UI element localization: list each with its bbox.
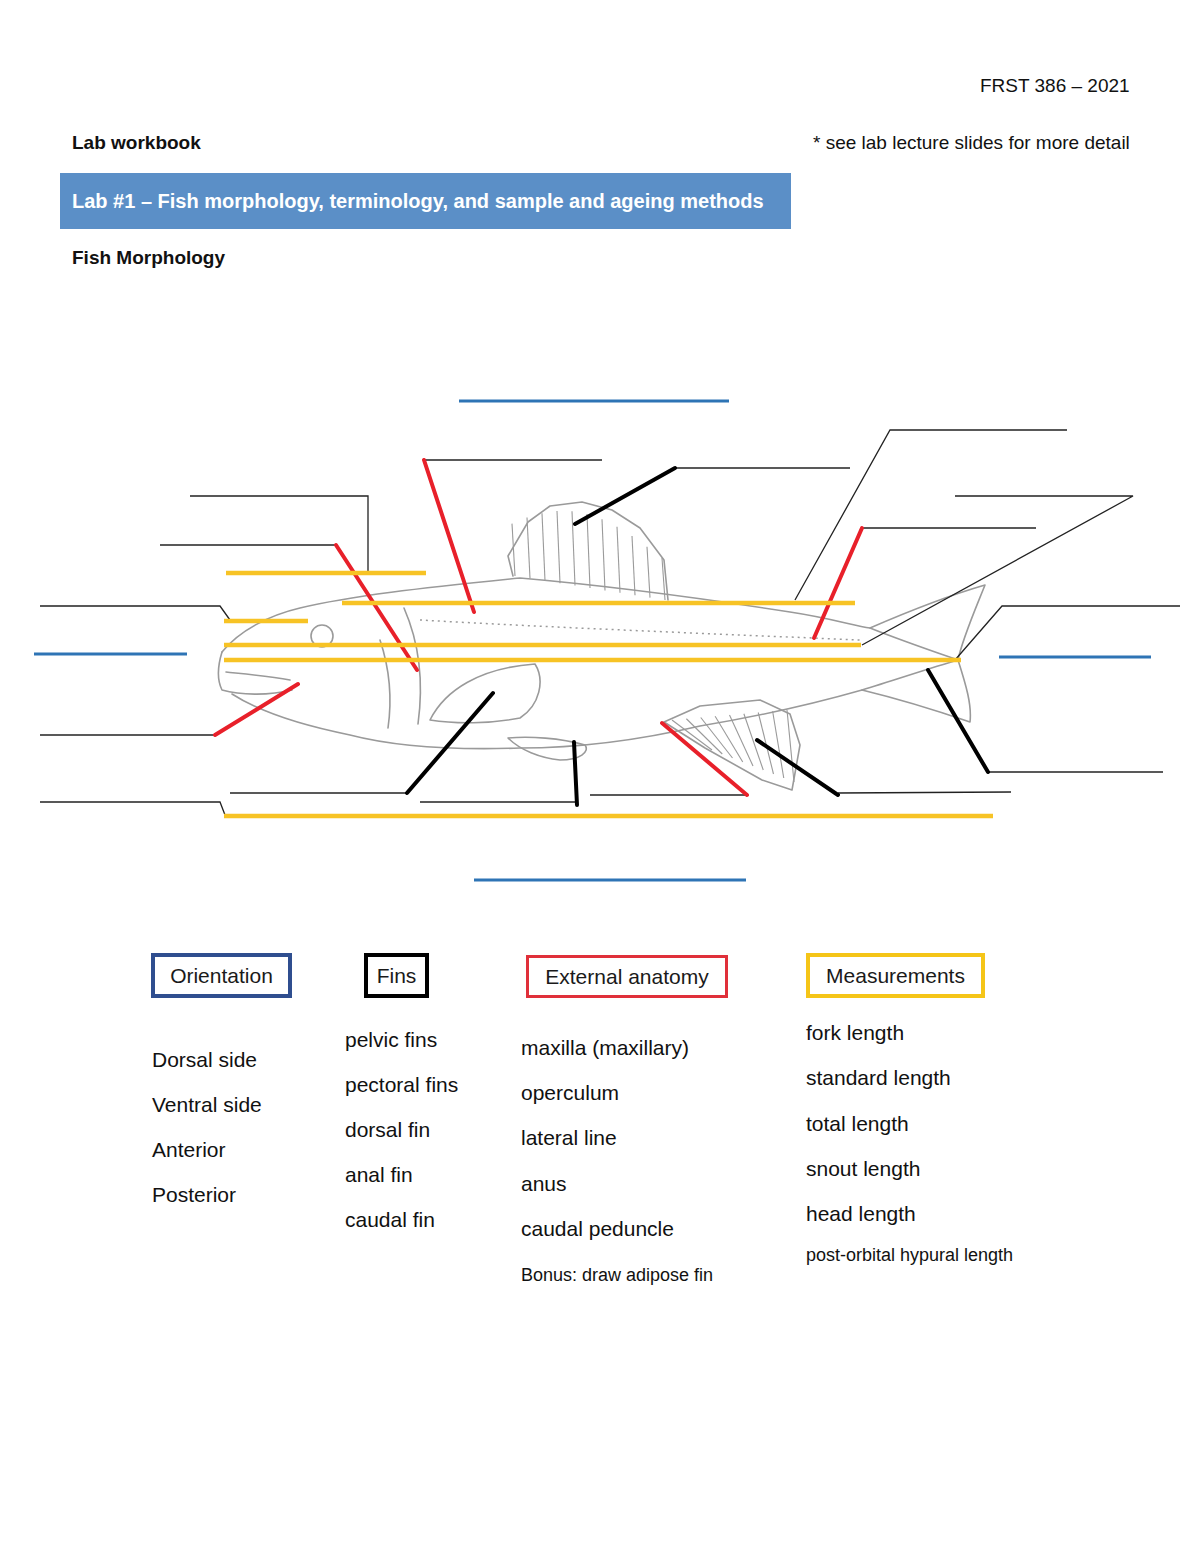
banner-title: Lab #1 – Fish morphology, terminology, a… <box>72 189 764 213</box>
term-text: fork length <box>806 1020 904 1045</box>
measurement-bars <box>224 573 993 816</box>
fin-ray <box>512 524 515 576</box>
header-text: * see lab lecture slides for more detail <box>813 132 1130 155</box>
category-box: Measurements <box>806 953 985 998</box>
term-text: standard length <box>806 1065 951 1090</box>
anatomy-pointers <box>215 460 862 795</box>
fin-ray <box>787 710 794 782</box>
category-heading: External anatomy <box>545 964 708 989</box>
fin-ray <box>587 514 590 588</box>
lateral-line-drawing <box>420 620 860 640</box>
term-text: anal fin <box>345 1162 413 1187</box>
fin-pointers <box>407 468 988 805</box>
fin-ray <box>647 547 650 598</box>
fin-ray <box>715 716 743 762</box>
category-box: External anatomy <box>526 955 728 998</box>
category-heading: Measurements <box>826 963 965 988</box>
fin-ray <box>730 715 754 766</box>
term-text: Posterior <box>152 1182 236 1207</box>
category-heading: Orientation <box>170 963 273 988</box>
term-text: Ventral side <box>152 1092 262 1117</box>
fin-ray <box>542 513 545 581</box>
term-text: Bonus: draw adipose fin <box>521 1265 713 1287</box>
fin-ray <box>602 519 605 590</box>
header-text: Lab workbook <box>72 132 201 155</box>
term-text: dorsal fin <box>345 1117 430 1142</box>
title-banner: Lab #1 – Fish morphology, terminology, a… <box>60 173 791 229</box>
term-text: total length <box>806 1111 909 1136</box>
term-text: head length <box>806 1201 916 1226</box>
term-text: Anterior <box>152 1137 226 1162</box>
answer-lines <box>40 430 1180 815</box>
term-text: pelvic fins <box>345 1027 437 1052</box>
term-text: caudal peduncle <box>521 1216 674 1241</box>
fin-ray <box>527 518 530 579</box>
term-text: snout length <box>806 1156 920 1181</box>
header-text: FRST 386 – 2021 <box>980 75 1130 98</box>
term-text: lateral line <box>521 1125 617 1150</box>
category-heading: Fins <box>377 963 417 988</box>
term-text: post-orbital hypural length <box>806 1245 1013 1267</box>
term-text: operculum <box>521 1080 619 1105</box>
fin-ray <box>617 527 620 593</box>
term-text: anus <box>521 1171 567 1196</box>
fin-ray <box>632 536 635 595</box>
term-text: pectoral fins <box>345 1072 458 1097</box>
fin-ray <box>773 711 784 778</box>
category-box: Fins <box>364 953 429 998</box>
fin-ray <box>557 511 560 583</box>
orientation-blanks <box>34 401 1151 880</box>
term-text: Dorsal side <box>152 1047 257 1072</box>
fin-ray <box>662 558 665 600</box>
header-text: Fish Morphology <box>72 247 225 270</box>
term-text: caudal fin <box>345 1207 435 1232</box>
term-text: maxilla (maxillary) <box>521 1035 689 1060</box>
category-box: Orientation <box>151 953 292 998</box>
